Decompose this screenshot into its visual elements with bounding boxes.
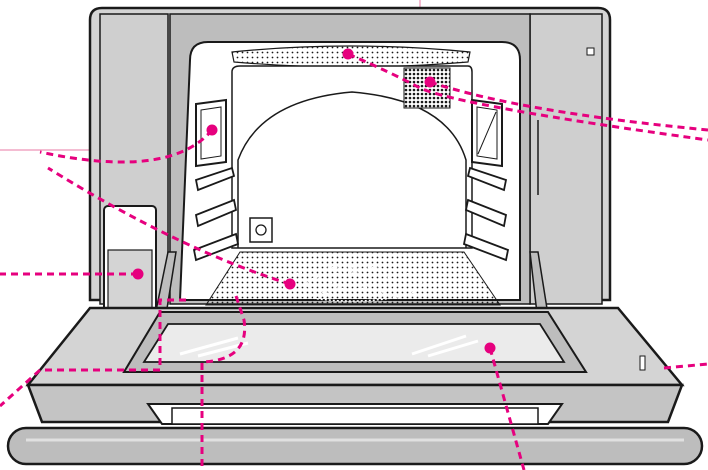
- floor-plate: [206, 252, 500, 305]
- dot-door-glass: [485, 343, 496, 354]
- indicator-square: [587, 48, 594, 55]
- probe-socket: [250, 218, 272, 242]
- door-glass: [144, 324, 564, 362]
- water-tank-window: [108, 250, 152, 310]
- door-handle: [8, 428, 702, 464]
- dot-top-heater: [343, 49, 354, 60]
- leader-sensor: [664, 364, 708, 368]
- handle-slot-inner: [172, 408, 538, 424]
- ceiling-vent: [404, 68, 450, 108]
- dot-water-tank: [133, 269, 144, 280]
- door-sensor: [640, 356, 645, 370]
- dot-side-light: [207, 125, 218, 136]
- dot-floor: [285, 279, 296, 290]
- dot-vent: [425, 77, 436, 88]
- right-side-panel: [530, 14, 602, 304]
